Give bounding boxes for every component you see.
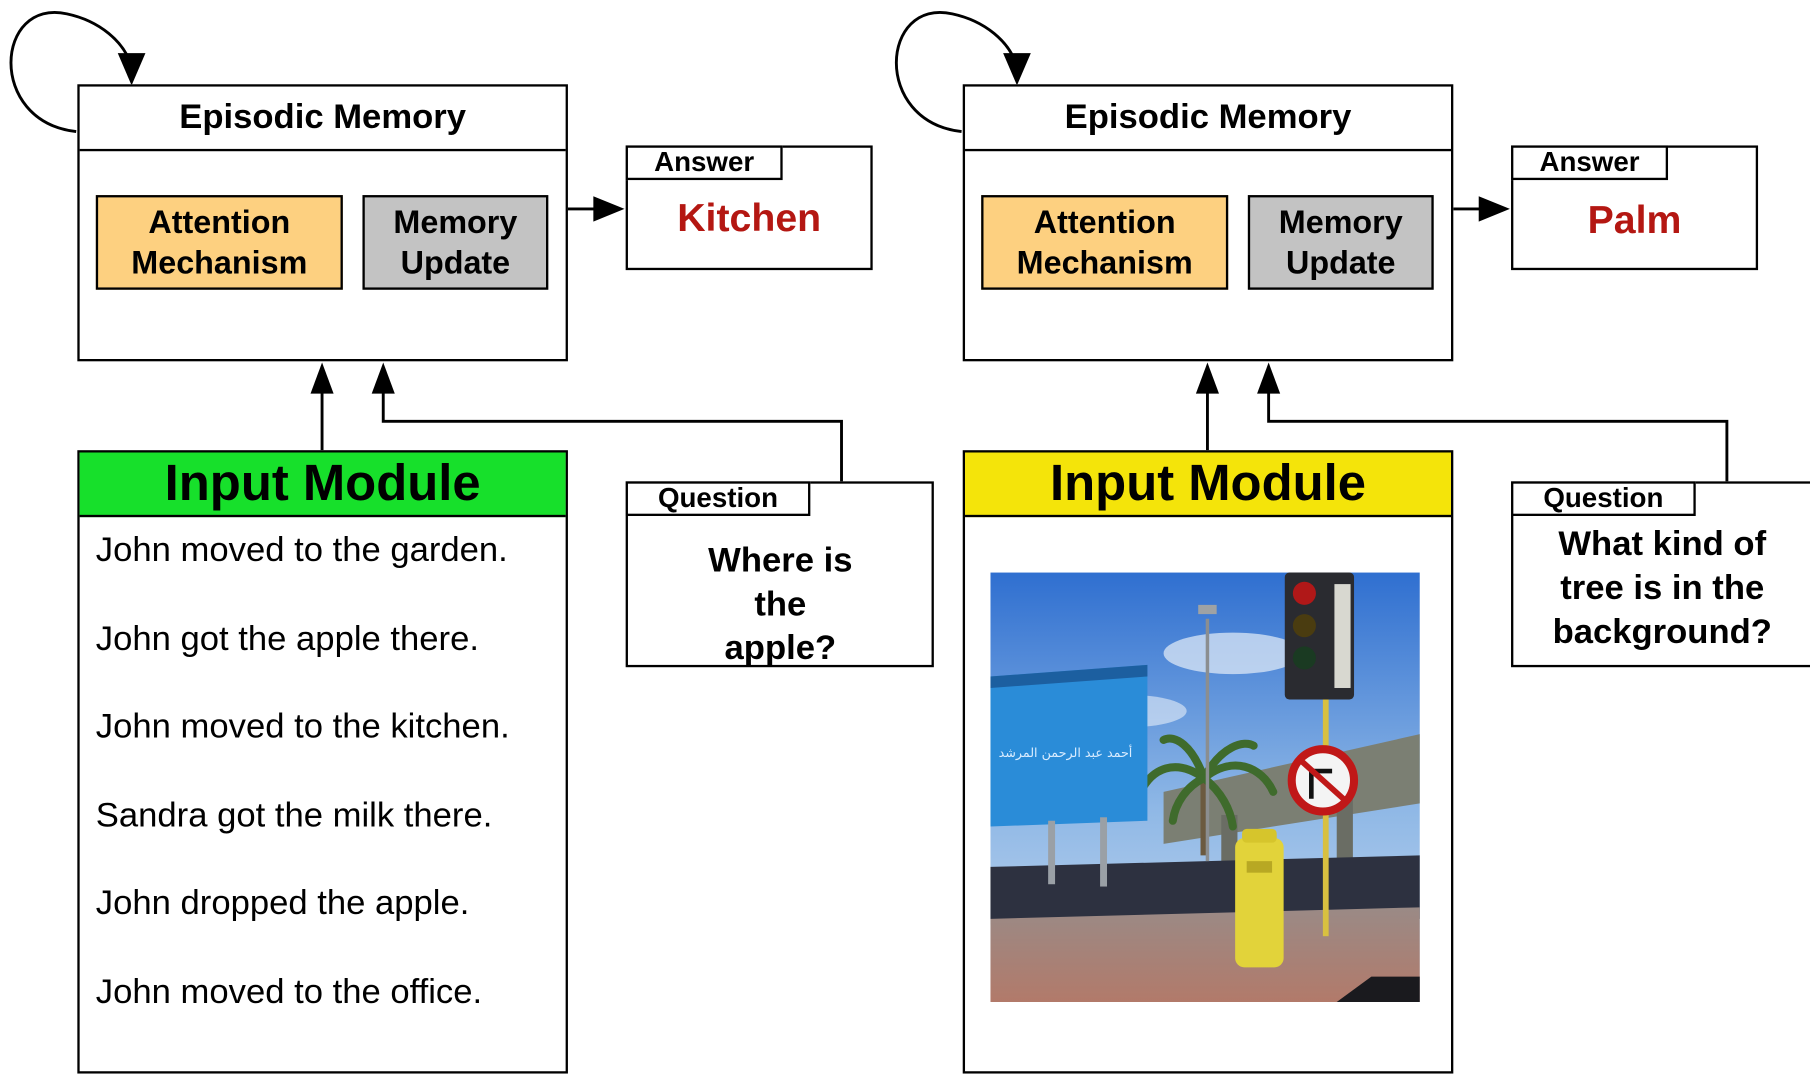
fact-sentence: John moved to the kitchen.: [95, 707, 510, 746]
question-text: What kind of tree is in the background?: [1552, 525, 1772, 652]
answer-text: Palm: [1587, 198, 1682, 243]
fact-sentence: Sandra got the milk there.: [95, 796, 493, 835]
episodic-memory-title: Episodic Memory: [79, 87, 566, 152]
memory-update-box: Memory Update: [362, 195, 549, 290]
input-module-box-left: Input Module John moved to the garden. J…: [77, 450, 568, 1074]
episodic-memory-title: Episodic Memory: [965, 87, 1452, 152]
billboard-text: أحمد عبد الرحمن المرشد: [999, 744, 1133, 761]
answer-tab: Answer: [625, 145, 783, 181]
fact-sentence: John moved to the office.: [95, 973, 483, 1012]
fact-sentence: John got the apple there.: [95, 619, 479, 658]
answer-box-left: Answer Kitchen: [625, 145, 873, 271]
question-to-memory-arrow-right: [1267, 387, 1729, 482]
question-box-left: Question Where is the apple?: [625, 481, 934, 668]
fact-sentence: John moved to the garden.: [95, 531, 508, 570]
answer-tab: Answer: [1511, 145, 1669, 181]
answer-box-right: Answer Palm: [1511, 145, 1759, 271]
question-to-memory-arrow-left: [381, 387, 843, 482]
memory-update-box: Memory Update: [1247, 195, 1434, 290]
input-module-title: Input Module: [79, 452, 566, 518]
attention-mechanism-box: Attention Mechanism: [981, 195, 1229, 290]
question-tab: Question: [1511, 481, 1696, 516]
memory-loop-arrow-right: [895, 10, 1019, 134]
question-box-right: Question What kind of tree is in the bac…: [1511, 481, 1810, 668]
input-module-title: Input Module: [965, 452, 1452, 518]
answer-text: Kitchen: [677, 196, 822, 241]
memory-loop-arrow-left: [9, 10, 133, 134]
memory-loop-arrowhead-left: [117, 53, 146, 86]
fact-sentence: John dropped the apple.: [95, 884, 470, 923]
memory-loop-arrowhead-right: [1003, 53, 1031, 86]
question-text: Where is the apple?: [708, 541, 853, 668]
episodic-memory-box-left: Episodic Memory Attention Mechanism Memo…: [77, 84, 568, 362]
attention-mechanism-box: Attention Mechanism: [95, 195, 343, 290]
input-module-box-right: Input Module: [962, 450, 1454, 1074]
question-tab: Question: [625, 481, 811, 516]
episodic-memory-box-right: Episodic Memory Attention Mechanism Memo…: [962, 84, 1454, 362]
input-image: أحمد عبد الرحمن المرشد: [990, 572, 1420, 1002]
